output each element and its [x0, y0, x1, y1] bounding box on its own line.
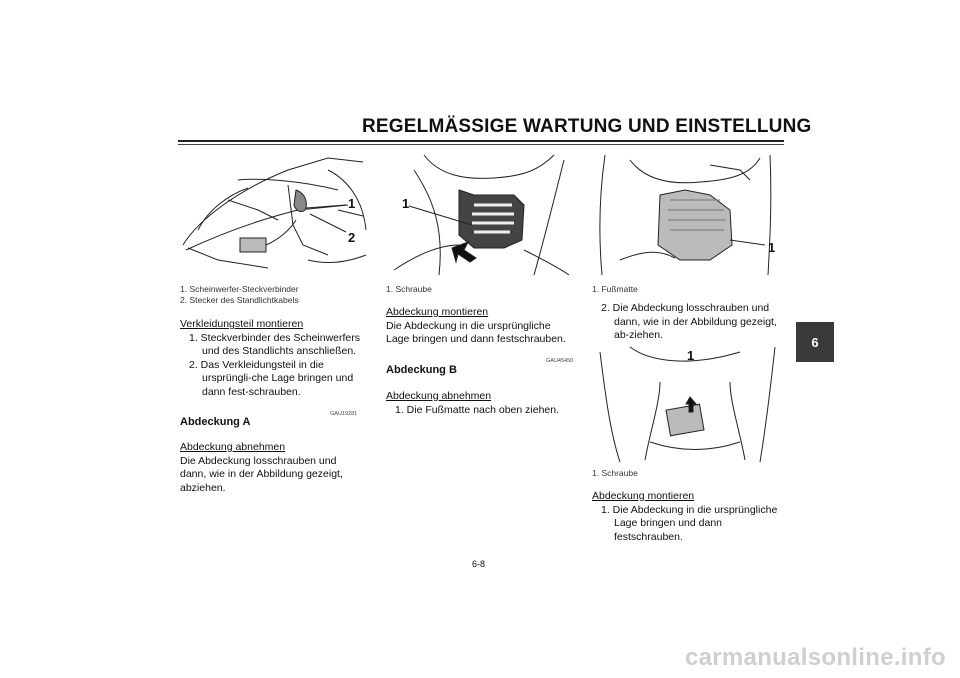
callout-1: 1 — [687, 348, 695, 363]
cover-b-illustration — [599, 346, 776, 463]
col1-text: Verkleidungsteil montieren 1. Steckverbi… — [180, 318, 360, 399]
col2-text-2: Abdeckung abnehmen 1. Die Fußmatte nach … — [386, 390, 576, 417]
figure-footmat: 1 — [590, 150, 782, 280]
caption-schraube: 1. Schraube — [386, 284, 432, 294]
page-title: REGELMÄSSIGE WARTUNG UND EINSTELLUNG — [362, 116, 812, 137]
step-1: 1. Die Fußmatte nach oben ziehen. — [395, 403, 560, 416]
subheading-verkleidung-montieren: Verkleidungsteil montieren — [180, 318, 304, 330]
subheading-abdeckung-montieren: Abdeckung montieren — [386, 306, 489, 318]
watermark: carmanualsonline.info — [684, 644, 946, 671]
col1-text-2: Abdeckung abnehmen Die Abdeckung losschr… — [180, 441, 360, 495]
col3-step2: 2. Die Abdeckung losschrauben und dann, … — [592, 302, 784, 343]
caption-2: 2. Stecker des Standlichtkabels — [180, 295, 299, 305]
step-1: 1. Steckverbinder des Scheinwerfers und … — [189, 331, 360, 358]
paragraph: Die Abdeckung in die ursprüngliche Lage … — [386, 319, 566, 346]
chapter-tab: 6 — [796, 322, 834, 362]
paragraph: Die Abdeckung losschrauben und dann, wie… — [180, 454, 343, 494]
callout-1: 1 — [348, 196, 356, 211]
caption-fussmatte: 1. Fußmatte — [592, 284, 638, 294]
header-rule — [178, 140, 784, 142]
page-number: 6-8 — [472, 559, 486, 569]
col2-text: Abdeckung montieren Die Abdeckung in die… — [386, 306, 576, 347]
subheading-abdeckung-montieren: Abdeckung montieren — [592, 490, 695, 502]
heading-abdeckung-a: Abdeckung A — [180, 416, 251, 428]
figure-headlight-connectors: 1 2 — [178, 150, 370, 280]
figure-cover-b: 1 — [590, 342, 782, 464]
callout-1: 1 — [402, 196, 410, 211]
callout-1: 1 — [768, 240, 776, 255]
caption-1: 1. Scheinwerfer-Steckverbinder — [180, 284, 299, 294]
footmat-illustration — [599, 154, 772, 276]
ref-code: GAU45450 — [546, 358, 574, 364]
cover-a-illustration — [393, 154, 570, 276]
header-rule-thin — [178, 144, 784, 145]
col3-text: Abdeckung montieren 1. Die Abdeckung in … — [592, 490, 784, 544]
step-1: 1. Die Abdeckung in die ursprüngliche La… — [601, 503, 778, 543]
callout-2: 2 — [348, 230, 356, 245]
step-2: 2. Die Abdeckung losschrauben und dann, … — [601, 302, 777, 341]
heading-abdeckung-b: Abdeckung B — [386, 364, 457, 376]
subheading-abdeckung-abnehmen: Abdeckung abnehmen — [180, 441, 286, 453]
figure-cover-a: 1 — [384, 150, 574, 280]
ref-code: GAU19281 — [330, 411, 358, 417]
caption-schraube: 1. Schraube — [592, 468, 638, 478]
headlight-illustration — [182, 157, 367, 269]
step-2: 2. Das Verkleidungsteil in die ursprüngl… — [189, 358, 354, 398]
subheading-abdeckung-abnehmen: Abdeckung abnehmen — [386, 390, 492, 402]
